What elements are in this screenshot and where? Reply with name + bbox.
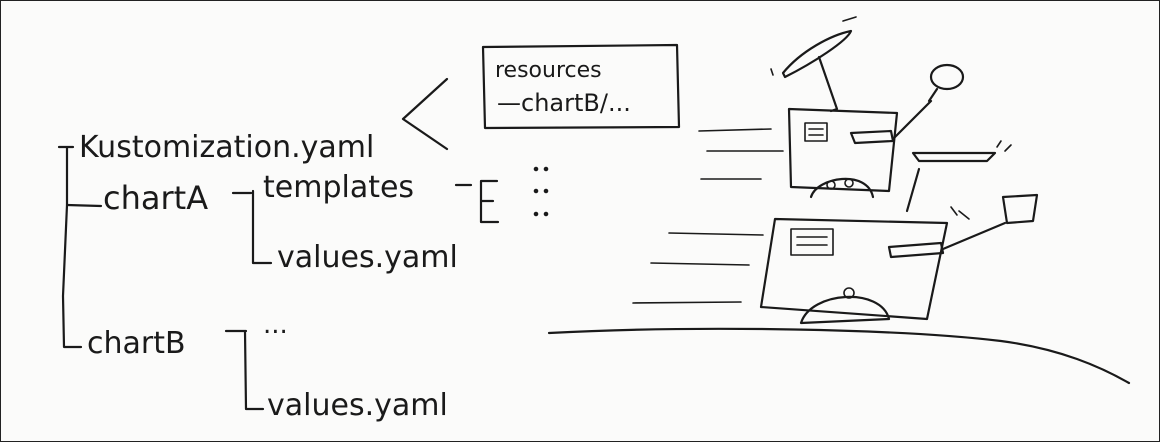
- callout-bracket: [401, 77, 449, 151]
- chart-b-label: chartB: [87, 326, 186, 361]
- chart-a-spine: [231, 189, 273, 265]
- lower-board: [759, 217, 949, 321]
- waiter-illustration: [759, 16, 1039, 325]
- top-arm: [817, 55, 839, 113]
- racket-icon: [929, 63, 965, 91]
- branch-chart-a: [65, 203, 103, 208]
- upper-doc-icon: [804, 122, 828, 142]
- dot: [533, 188, 539, 194]
- chart-a-values-label: values.yaml: [277, 240, 458, 275]
- upper-arm: [891, 99, 933, 141]
- racket-handle: [927, 87, 939, 103]
- dot: [543, 211, 549, 217]
- speed-line: [668, 232, 764, 236]
- plate-arm: [905, 167, 921, 213]
- callout-box: [481, 43, 681, 130]
- upper-head: [809, 177, 875, 199]
- plate-icon: [911, 151, 997, 163]
- chart-b-ellipsis: ...: [263, 310, 288, 340]
- callout-resources-label: resources: [495, 58, 602, 83]
- eye-icon: [826, 180, 836, 190]
- top-tray-icon: [781, 29, 853, 79]
- upper-board: [787, 107, 899, 193]
- upper-hand: [849, 129, 895, 145]
- speed-line: [632, 301, 742, 304]
- dot: [543, 166, 549, 172]
- speed-lines: [632, 128, 784, 304]
- motion-marks: [996, 140, 1012, 152]
- dot: [533, 166, 539, 172]
- callout-chart-b-label: —chartB/...: [497, 89, 631, 117]
- chart-a-label: chartA: [103, 179, 208, 217]
- dot: [533, 211, 539, 217]
- resources-callout: resources —chartB/...: [481, 43, 681, 130]
- cup-icon: [1001, 193, 1039, 225]
- dot: [543, 188, 549, 194]
- motion-marks: [950, 206, 970, 220]
- eye-icon: [844, 178, 854, 188]
- lower-doc-icon: [790, 228, 834, 256]
- speed-line: [698, 128, 772, 132]
- chart-b-spine: [224, 329, 265, 411]
- eye-icon: [843, 287, 855, 299]
- chart-b-values-label: values.yaml: [267, 388, 448, 423]
- root-spine: [57, 145, 83, 349]
- lower-arm: [941, 221, 1007, 251]
- kustomization-label: Kustomization.yaml: [79, 130, 374, 165]
- chart-a-templates-label: templates: [263, 170, 414, 205]
- tree-connectors: [57, 77, 549, 411]
- speed-line: [650, 262, 750, 266]
- motion-marks: [770, 16, 857, 76]
- ground-line: [547, 327, 1131, 385]
- templates-comb: [454, 179, 500, 224]
- lower-hand: [887, 241, 945, 259]
